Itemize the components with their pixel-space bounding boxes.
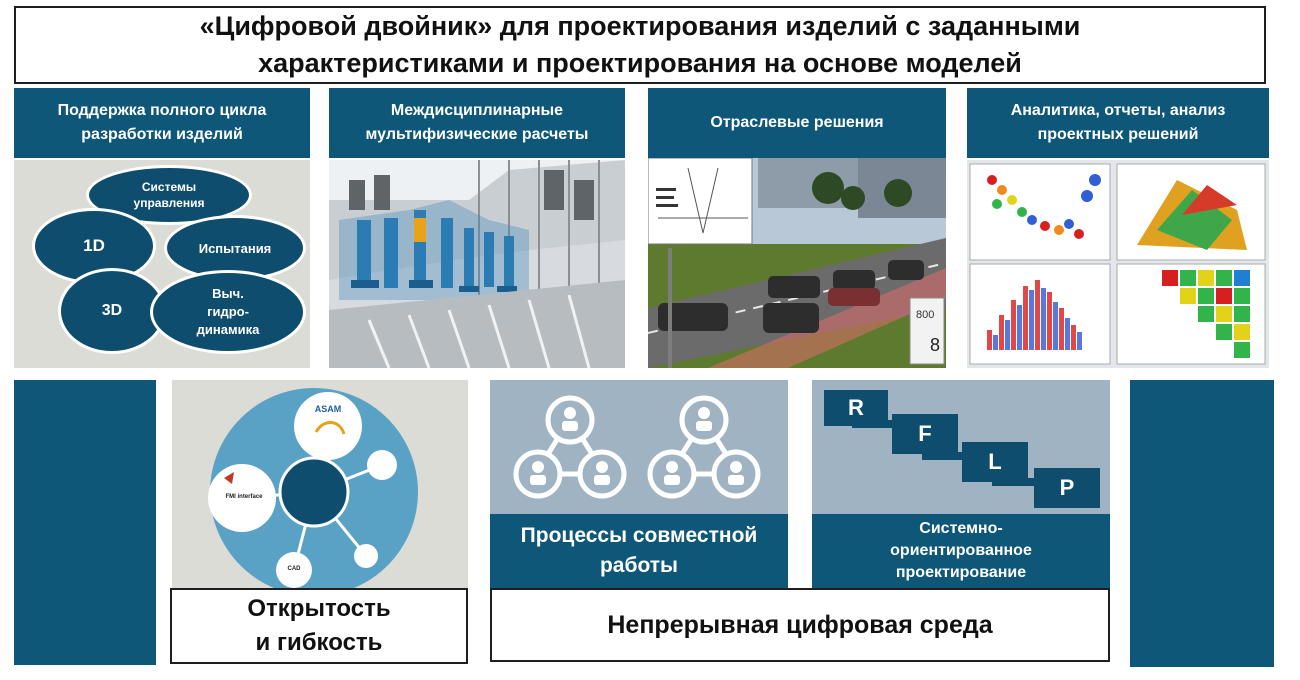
ellipse-tests-label: Испытания: [198, 240, 272, 256]
lifecycle-header-line-2: разработки изделий: [81, 126, 243, 143]
lifecycle-header: Поддержка полного цикла разработки издел…: [14, 88, 310, 158]
industry-header: Отраслевые решения: [648, 88, 946, 158]
continuous-environment-text: Непрерывная цифровая среда: [607, 610, 993, 639]
title-line-1: «Цифровой двойник» для проектирования из…: [199, 11, 1081, 41]
industry-header-text: Отраслевые решения: [710, 114, 884, 131]
multiphysics-header-line-2: мультифизические расчеты: [365, 126, 589, 143]
right-accent-block: [1130, 380, 1274, 667]
openness-diagram: ASAM FMI interface CAD: [172, 380, 468, 590]
team-network-icon: [513, 395, 761, 499]
openness-label-line-2: и гибкость: [255, 629, 383, 656]
openness-label: Открытость и гибкость: [170, 588, 468, 664]
collaboration-label: Процессы совместной работы: [490, 514, 788, 588]
collaboration-label-line-1: Процессы совместной: [520, 524, 758, 547]
ellipse-control-line-1: Системы: [141, 180, 197, 194]
road-scene-illustration: 800 8: [648, 158, 946, 368]
title-line-2: характеристиками и проектирования на осн…: [258, 48, 1022, 78]
ellipse-3d-label: 3D: [101, 302, 123, 319]
road-simulation-image: 800 8: [648, 158, 946, 368]
interfaces-hub-illustration: [208, 388, 418, 590]
analytics-header-line-2: проектных решений: [1037, 126, 1199, 143]
cad-label: CAD: [287, 566, 301, 572]
lifecycle-diagram: Системы управления 1D Испытания 3D Выч. …: [14, 160, 310, 368]
ellipse-cfd-line-1: Выч.: [212, 286, 244, 301]
analytics-header-line-1: Аналитика, отчеты, анализ: [1010, 102, 1226, 119]
rflp-label-line-3: проектирование: [895, 564, 1027, 581]
rflp-step-f: F: [892, 414, 958, 454]
rflp-label-line-2: ориентированное: [890, 542, 1032, 559]
lifecycle-header-line-1: Поддержка полного цикла: [57, 102, 267, 119]
ellipse-cfd: Выч. гидро- динамика: [150, 270, 306, 354]
ellipse-1d-label: 1D: [83, 236, 105, 255]
speed-readout: 800: [916, 309, 934, 321]
rflp-step-r: R: [824, 390, 888, 426]
asam-logo-text: ASAM: [314, 404, 342, 414]
rflp-diagram: R F L P: [812, 380, 1110, 514]
collaboration-label-line-2: работы: [599, 554, 678, 577]
analytics-image: [967, 160, 1269, 368]
ellipse-control-line-2: управления: [133, 196, 205, 210]
ellipse-cfd-line-2: гидро-: [207, 304, 249, 319]
left-accent-block: [14, 380, 156, 665]
fmi-interface-label: FMI interface: [225, 494, 263, 500]
ellipse-cfd-line-3: динамика: [196, 322, 260, 337]
analytics-header: Аналитика, отчеты, анализ проектных реше…: [967, 88, 1269, 158]
ellipse-1d: 1D: [32, 208, 156, 284]
multiphysics-header: Междисциплинарные мультифизические расче…: [329, 88, 625, 158]
continuous-environment-label: Непрерывная цифровая среда: [490, 588, 1110, 662]
page-title: «Цифровой двойник» для проектирования из…: [14, 6, 1266, 84]
rflp-label: Системно- ориентированное проектирование: [812, 514, 1110, 588]
gear-readout: 8: [930, 335, 940, 355]
turbine-cutaway-illustration: [329, 160, 625, 368]
rflp-step-l: L: [962, 442, 1028, 482]
multiphysics-header-line-1: Междисциплинарные: [390, 102, 564, 119]
openness-label-line-1: Открытость: [247, 595, 391, 622]
collaboration-diagram: [490, 380, 788, 514]
rflp-step-p: P: [1034, 468, 1100, 508]
analytics-charts-illustration: [969, 163, 1266, 365]
rflp-label-line-1: Системно-: [919, 520, 1003, 537]
turbine-simulation-image: [329, 160, 625, 368]
